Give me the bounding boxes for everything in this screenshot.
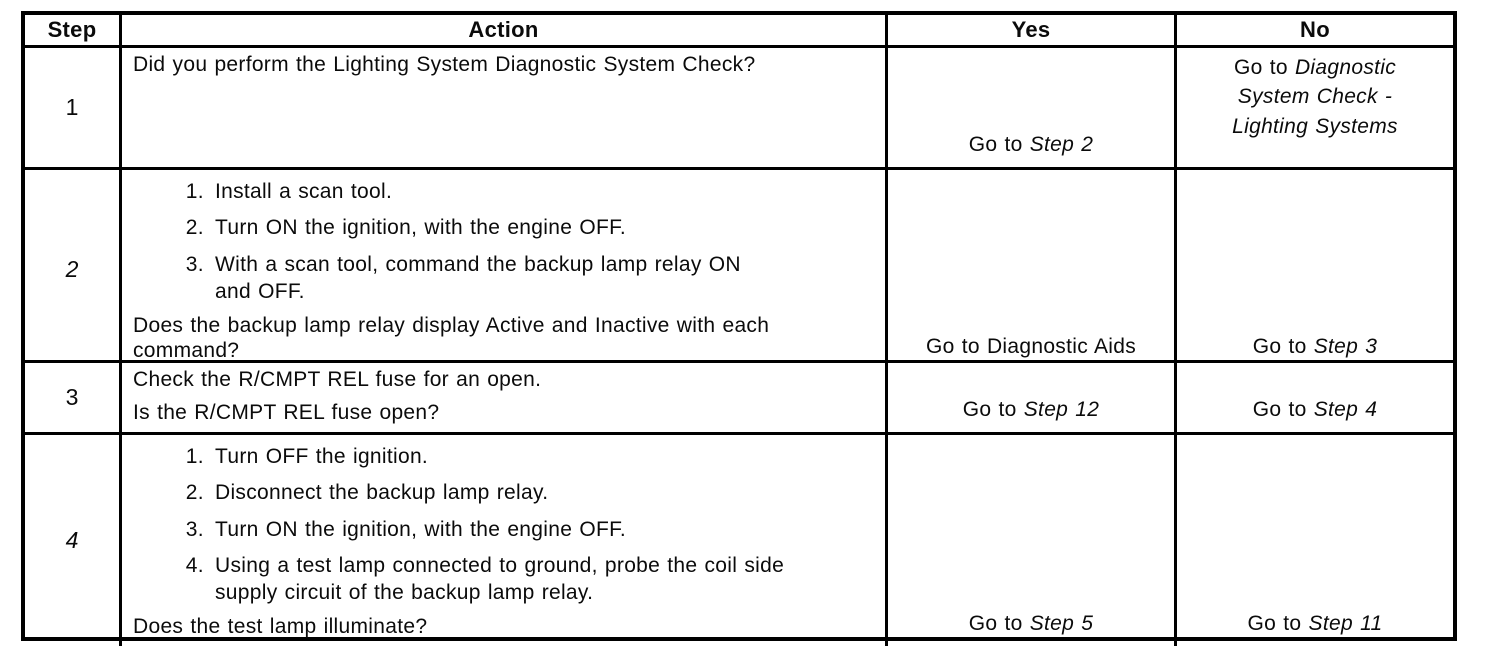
action-question: Does the backup lamp relay display Activ… — [133, 314, 770, 362]
goto-text: Go to Step 3 — [1252, 334, 1378, 358]
header-cell-yes: Yes — [888, 15, 1177, 45]
yes-cell: Go to Diagnostic Aids — [888, 170, 1177, 370]
action-step-item: Turn ON the ignition, with the engine OF… — [211, 516, 857, 543]
step-number: 3 — [25, 363, 122, 432]
step-number: 4 — [25, 435, 122, 647]
action-step-item: With a scan tool, command the backup lam… — [211, 251, 857, 306]
action-steps-list: Install a scan tool. Turn ON the ignitio… — [133, 178, 857, 314]
action-intro: Check the R/CMPT REL fuse for an open. — [133, 368, 542, 391]
action-cell: Check the R/CMPT REL fuse for an open. I… — [122, 363, 888, 432]
action-step-item: Install a scan tool. — [211, 178, 857, 205]
no-cell: Go to Step 3 — [1177, 170, 1453, 369]
action-steps-list: Turn OFF the ignition. Disconnect the ba… — [133, 443, 857, 615]
goto-text: Go to Diagnostic Aids — [925, 334, 1137, 358]
action-intro: Did you perform the Lighting System Diag… — [133, 53, 756, 76]
action-step-item: Turn ON the ignition, with the engine OF… — [211, 214, 857, 241]
action-step-item: Turn OFF the ignition. — [211, 443, 857, 470]
goto-text: Go to Diagnostic System Check - Lighting… — [1232, 56, 1398, 138]
action-question: Is the R/CMPT REL fuse open? — [133, 401, 440, 425]
goto-text: Go to Step 11 — [1247, 611, 1383, 635]
yes-cell: Go to Step 5 — [888, 435, 1177, 647]
action-step-item: Using a test lamp connected to ground, p… — [211, 552, 857, 607]
yes-cell: Go to Step 2 — [888, 48, 1177, 167]
table-row: 1 Did you perform the Lighting System Di… — [25, 48, 1453, 170]
goto-text: Go to Step 12 — [962, 397, 1100, 421]
goto-text: Go to Step 4 — [1252, 397, 1378, 421]
action-question: Does the test lamp illuminate? — [133, 615, 428, 639]
table-row: 4 Turn OFF the ignition. Disconnect the … — [25, 435, 1453, 647]
header-cell-no: No — [1300, 17, 1330, 42]
header-cell-step: Step — [25, 15, 122, 45]
table-header-row: Step Action Yes No — [25, 15, 1453, 48]
step-number: 2 — [25, 170, 122, 370]
no-cell: Go to Diagnostic System Check - Lighting… — [1177, 48, 1453, 167]
action-step-item: Disconnect the backup lamp relay. — [211, 479, 857, 506]
goto-text: Go to Step 2 — [968, 132, 1094, 156]
header-cell-action: Action — [122, 15, 888, 45]
diagnostic-table: Step Action Yes No 1 Did you perform the… — [21, 11, 1457, 647]
table-row: 3 Check the R/CMPT REL fuse for an open.… — [25, 363, 1453, 435]
table-row: 2 Install a scan tool. Turn ON the ignit… — [25, 170, 1453, 370]
no-cell: Go to Step 4 — [1177, 363, 1453, 432]
action-cell: Install a scan tool. Turn ON the ignitio… — [122, 170, 888, 370]
goto-text: Go to Step 5 — [968, 611, 1094, 635]
action-cell: Turn OFF the ignition. Disconnect the ba… — [122, 435, 888, 647]
yes-cell: Go to Step 12 — [888, 363, 1177, 432]
no-cell: Go to Step 11 — [1177, 435, 1453, 646]
action-cell: Did you perform the Lighting System Diag… — [122, 48, 888, 167]
step-number: 1 — [25, 48, 122, 167]
